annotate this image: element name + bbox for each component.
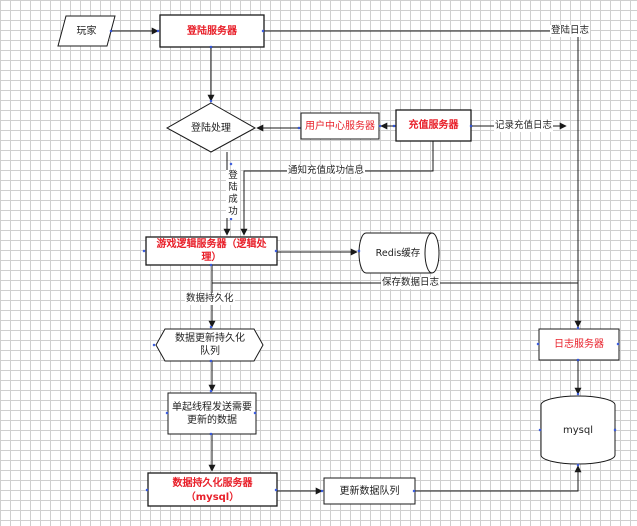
single-thread-node[interactable] <box>167 392 257 435</box>
login-server-label: 登陆服务器 <box>187 25 237 37</box>
persist-server-label-line1: 数据持久化服务器 <box>172 477 253 489</box>
login-process-label: 登陆处理 <box>191 122 231 134</box>
player-label: 玩家 <box>76 25 97 37</box>
update-queue-label: 数据更新持久化队列 <box>175 333 245 357</box>
selection-handles <box>109 29 620 493</box>
log-server-label: 日志服务器 <box>554 339 604 350</box>
edge-label-recharge-log: 记录充值日志 <box>494 120 554 132</box>
persist-server-node[interactable] <box>147 472 278 507</box>
user-center-node[interactable] <box>300 112 380 140</box>
update-data-queue-label: 更新数据队列 <box>339 485 400 497</box>
edge-notify-recharge <box>240 141 434 236</box>
login-process-node[interactable] <box>165 102 257 153</box>
game-logic-label: 游戏逻辑服务器（逻辑处理） <box>156 239 267 263</box>
single-thread-label: 单起线程发送需要更新的数据 <box>172 401 252 426</box>
edge-label-save-log: 保存数据日志 <box>381 277 441 289</box>
redis-node-rim <box>424 232 433 274</box>
recharge-server-label: 充值服务器 <box>408 120 459 131</box>
edge-label-login-success: 登陆成功 <box>226 170 240 218</box>
mysql-label: mysql <box>563 424 593 436</box>
mysql-node[interactable] <box>540 395 616 465</box>
update-data-queue-node[interactable] <box>323 477 416 505</box>
edge-queue-mysql <box>415 465 582 492</box>
persist-server-label-line2: （mysql） <box>185 491 240 503</box>
redis-label: Redis缓存 <box>375 247 421 259</box>
edge-label-login-log: 登陆日志 <box>550 25 591 37</box>
player-node[interactable] <box>57 15 116 47</box>
edge-label-notify-recharge: 通知充值成功信息 <box>287 165 366 177</box>
update-queue-node[interactable] <box>155 328 264 362</box>
edge-label-persist: 数据持久化 <box>185 293 235 305</box>
user-center-label: 用户中心服务器 <box>305 120 375 132</box>
